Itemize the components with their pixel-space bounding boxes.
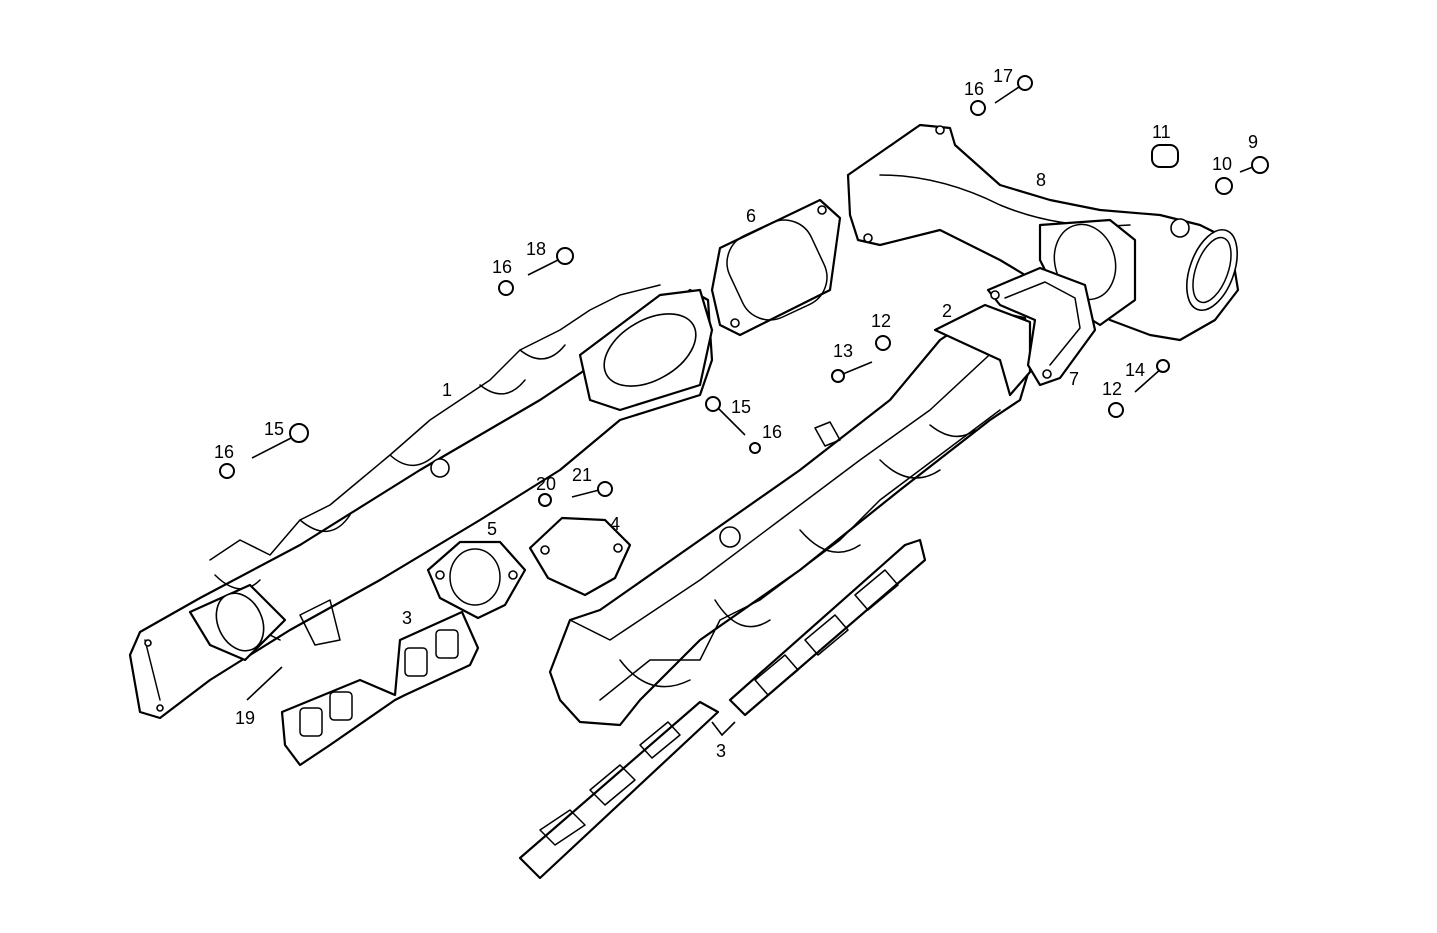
stud-19 bbox=[246, 666, 283, 701]
callout-3-left: 3 bbox=[402, 608, 412, 628]
callout-21: 21 bbox=[572, 465, 592, 485]
washer-10 bbox=[1215, 177, 1233, 195]
callout-13: 13 bbox=[833, 341, 853, 361]
callout-8: 8 bbox=[1036, 170, 1046, 190]
plug-11 bbox=[1151, 144, 1179, 168]
nut-16-center bbox=[749, 442, 761, 454]
bolt-13 bbox=[831, 361, 873, 383]
nut-12-upper bbox=[875, 335, 891, 351]
port-gasket-3-right-upper bbox=[728, 538, 927, 717]
callout-20: 20 bbox=[536, 474, 556, 494]
cover-plate-4 bbox=[528, 516, 632, 597]
bolt-15-center bbox=[705, 396, 746, 436]
nut-16-left bbox=[219, 463, 235, 479]
callout-5: 5 bbox=[487, 519, 497, 539]
callout-15-center: 15 bbox=[731, 397, 751, 417]
callout-17: 17 bbox=[993, 66, 1013, 86]
callout-7: 7 bbox=[1069, 369, 1079, 389]
callout-4: 4 bbox=[610, 514, 620, 534]
plug-9 bbox=[1239, 156, 1269, 174]
callout-1: 1 bbox=[442, 380, 452, 400]
gasket-5 bbox=[426, 540, 527, 620]
callout-11: 11 bbox=[1152, 122, 1171, 142]
right-exhaust-manifold bbox=[548, 303, 1034, 727]
callout-19: 19 bbox=[235, 708, 255, 728]
callout-3-right: 3 bbox=[716, 741, 726, 761]
bolt-17 bbox=[994, 75, 1033, 104]
left-exhaust-manifold bbox=[128, 284, 714, 720]
port-gasket-3-left bbox=[280, 610, 480, 767]
callout-labels: 1 2 3 3 4 5 6 7 8 9 10 11 12 12 13 14 15… bbox=[214, 66, 1258, 761]
callout-2: 2 bbox=[942, 301, 952, 321]
callout-14: 14 bbox=[1125, 360, 1145, 380]
nut-12-lower bbox=[1108, 402, 1124, 418]
bolt-14 bbox=[1134, 359, 1170, 393]
callout-15-left: 15 bbox=[264, 419, 284, 439]
callout-12-lower: 12 bbox=[1102, 379, 1122, 399]
callout-9: 9 bbox=[1248, 132, 1258, 152]
callout-16-top: 16 bbox=[964, 79, 984, 99]
leader-3-bracket bbox=[711, 721, 736, 737]
callout-18: 18 bbox=[526, 239, 546, 259]
nut-20 bbox=[538, 493, 552, 507]
gasket-6 bbox=[710, 198, 842, 337]
port-gasket-3-right-lower bbox=[518, 700, 720, 880]
callout-10: 10 bbox=[1212, 154, 1232, 174]
callout-16-left: 16 bbox=[214, 442, 234, 462]
callout-12-upper: 12 bbox=[871, 311, 891, 331]
bolt-21 bbox=[571, 481, 613, 498]
callout-6: 6 bbox=[746, 206, 756, 226]
callout-16-center: 16 bbox=[762, 422, 782, 442]
gasket-7 bbox=[986, 266, 1097, 387]
bolt-15-left bbox=[251, 423, 309, 459]
callout-16-upper-left: 16 bbox=[492, 257, 512, 277]
bolt-18 bbox=[527, 247, 574, 276]
nut-16-top bbox=[970, 100, 986, 116]
nut-16-upper-left bbox=[498, 280, 514, 296]
